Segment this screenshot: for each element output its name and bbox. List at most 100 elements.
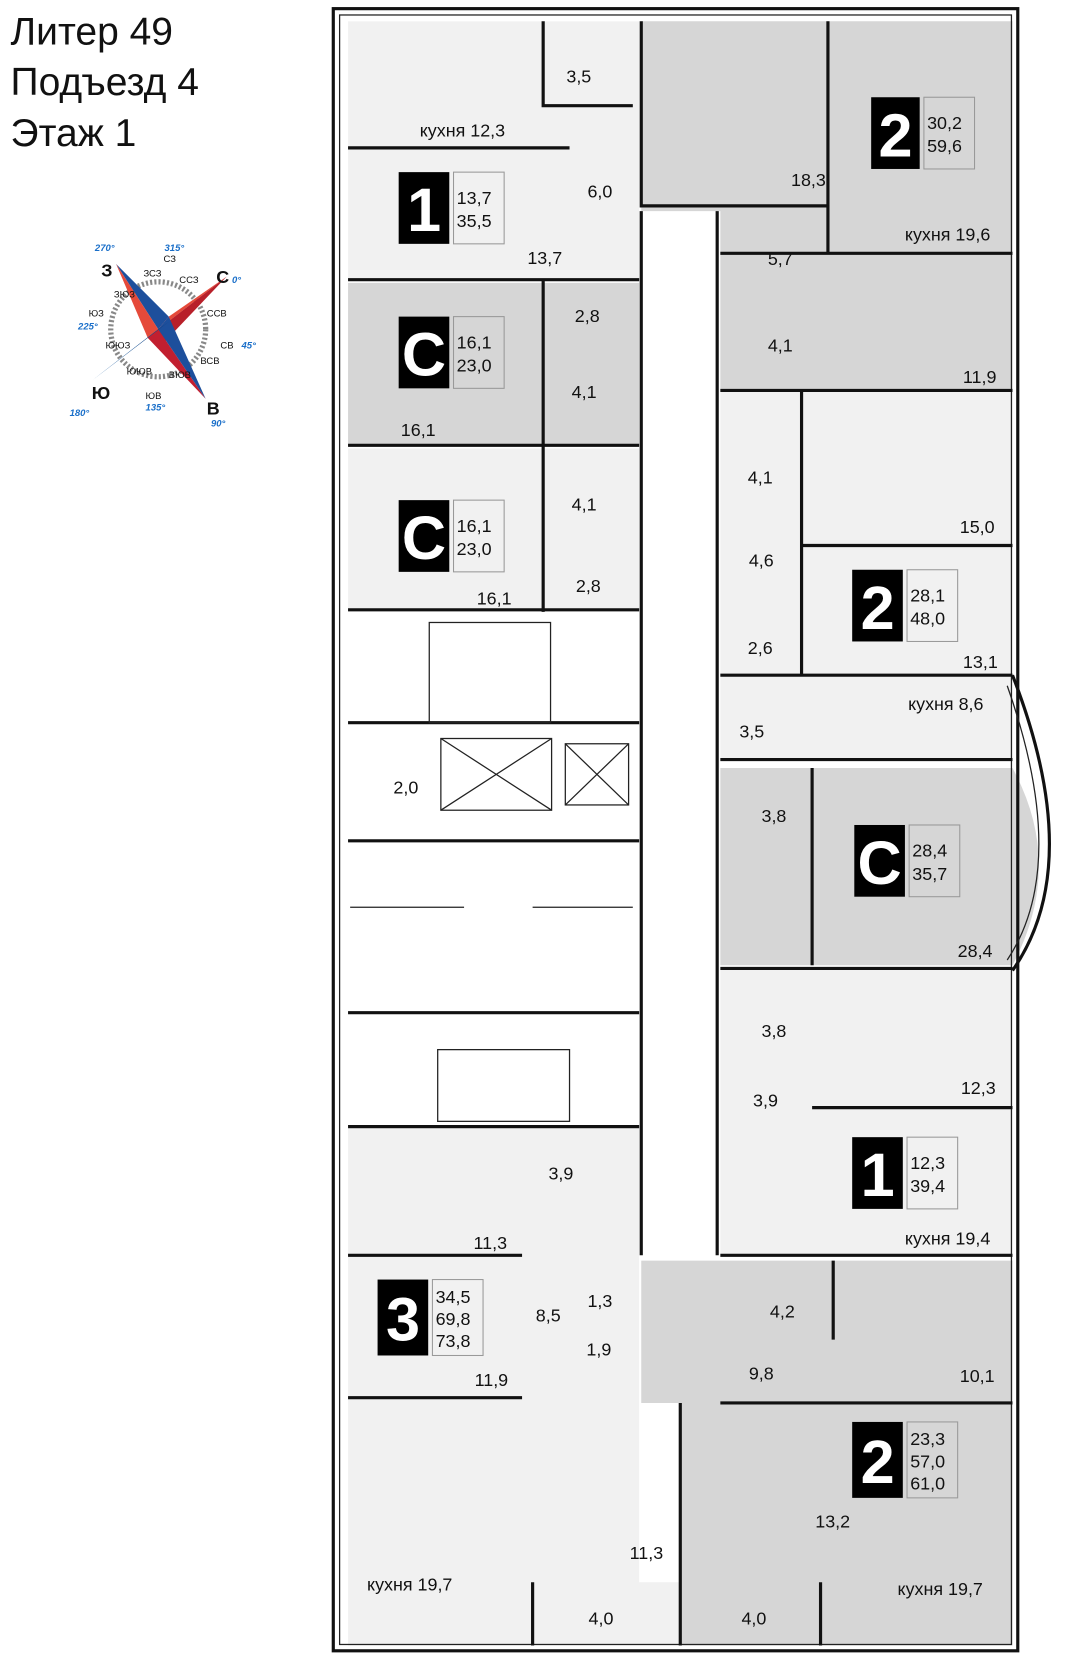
room-area: кухня 8,6	[908, 694, 983, 714]
apartment-badge[interactable]: 1 12,3 39,4	[852, 1136, 959, 1210]
room-area: 4,0	[741, 1608, 766, 1628]
living-area: 34,5	[436, 1287, 471, 1307]
apartment-badge[interactable]: 2 30,2 59,6	[871, 96, 976, 170]
apartment-badge[interactable]: 1 13,7 35,5	[398, 171, 505, 245]
room-area: 3,5	[739, 721, 764, 741]
apartment-type: С	[857, 829, 901, 897]
compass-west: З	[101, 261, 112, 281]
room-area: 3,8	[761, 1021, 786, 1041]
room-area: 4,1	[748, 467, 773, 487]
building-label: Литер 49	[11, 11, 173, 54]
apartment-type: 2	[861, 1428, 895, 1496]
total-area-balcony: 61,0	[910, 1473, 945, 1493]
total-area: 35,5	[457, 211, 492, 231]
apartment-type: С	[402, 504, 446, 572]
room-area: кухня 12,3	[420, 120, 505, 140]
compass-nw-deg: 315°	[165, 243, 185, 254]
compass-sw-deg: 225°	[77, 321, 98, 332]
room-area: 1,9	[586, 1339, 611, 1359]
room-labels: 3,5 кухня 12,3 6,0 13,7 2,8 4,1 16,1 4,1…	[367, 66, 998, 1628]
room-area: 2,0	[393, 777, 418, 797]
total-area: 35,7	[912, 864, 947, 884]
room-area: 11,9	[963, 367, 997, 387]
living-area: 16,1	[457, 516, 492, 536]
room-area: кухня 19,6	[905, 225, 990, 245]
room-area: 11,3	[474, 1233, 508, 1253]
room-area: 11,9	[475, 1370, 509, 1390]
total-area: 23,0	[457, 539, 492, 559]
apartment-badge[interactable]: 3 34,5 69,8 73,8	[377, 1279, 484, 1357]
compass-vsv: ВСВ	[200, 356, 219, 367]
compass-se-deg: 135°	[146, 402, 166, 413]
room-area: 9,8	[749, 1364, 774, 1384]
room-area: 3,5	[566, 66, 591, 86]
room-area: 13,1	[963, 652, 998, 672]
living-area: 13,7	[457, 188, 492, 208]
room-area: 5,7	[768, 249, 793, 269]
apartment-type: 1	[407, 176, 441, 244]
apartment-type: 3	[386, 1286, 420, 1354]
apartment-badge[interactable]: С 16,1 23,0	[398, 316, 505, 389]
room-area: 3,9	[753, 1091, 778, 1111]
apartment-badge[interactable]: С 28,4 35,7	[854, 824, 961, 898]
walls	[331, 7, 1051, 1653]
room-area: 8,5	[536, 1306, 561, 1326]
room-area: 4,1	[572, 382, 597, 402]
total-area: 59,6	[927, 136, 962, 156]
room-area: 28,4	[958, 941, 993, 961]
room-area: 13,7	[527, 248, 562, 268]
apartment-badge[interactable]: С 16,1 23,0	[398, 499, 505, 573]
apartment-type: С	[402, 321, 446, 389]
compass-ssv: ССВ	[207, 309, 227, 320]
living-area: 30,2	[927, 113, 962, 133]
room-area: 10,1	[960, 1366, 995, 1386]
compass-vuv: ВЮВ	[169, 370, 191, 381]
room-area: 15,0	[960, 517, 995, 537]
compass-ne: СВ	[220, 340, 233, 351]
floor-header: Литер 49 Подъезд 4 Этаж 1	[11, 11, 199, 155]
compass-nw: СЗ	[163, 254, 176, 265]
total-area: 23,0	[457, 355, 492, 375]
compass-rose-icon: С 0° В 90° Ю 180° З 270° СЗ 315° СВ 45° …	[70, 243, 256, 429]
compass-ne-deg: 45°	[241, 340, 257, 351]
entrance-label: Подъезд 4	[11, 61, 199, 104]
room-area: 3,9	[548, 1163, 573, 1183]
room-area: 18,3	[791, 170, 826, 190]
compass-se: ЮВ	[146, 391, 162, 402]
room-area: 6,0	[587, 181, 612, 201]
room-area: 16,1	[401, 420, 436, 440]
living-area: 23,3	[910, 1429, 945, 1449]
room-area: 2,6	[748, 638, 773, 658]
room-area: кухня 19,7	[898, 1579, 983, 1599]
total-area: 69,8	[436, 1309, 471, 1329]
room-area: 12,3	[961, 1078, 996, 1098]
floor-label: Этаж 1	[11, 112, 137, 155]
living-area: 28,1	[910, 585, 945, 605]
compass-uuz: ЮЮЗ	[105, 340, 130, 351]
apartment-type: 2	[861, 574, 895, 642]
total-area: 57,0	[910, 1451, 945, 1471]
room-area: 4,1	[768, 335, 793, 355]
room-area: 11,3	[630, 1543, 664, 1563]
compass-zuz: ЗЮЗ	[114, 290, 135, 301]
room-area: 4,2	[770, 1302, 795, 1322]
room-area: 16,1	[477, 589, 512, 609]
room-area: 3,8	[761, 806, 786, 826]
room-area: 1,3	[587, 1291, 612, 1311]
compass-east: В	[207, 399, 220, 419]
apartment-badge[interactable]: 2 23,3 57,0 61,0	[852, 1421, 959, 1499]
total-area: 39,4	[910, 1176, 945, 1196]
room-area: 4,0	[589, 1608, 614, 1628]
compass-zsz: ЗСЗ	[143, 269, 161, 280]
compass-east-deg: 90°	[211, 418, 226, 429]
compass-ssz: ССЗ	[179, 275, 199, 286]
compass-south: Ю	[92, 383, 110, 403]
compass-north-deg: 0°	[232, 275, 241, 286]
total-area-balcony: 73,8	[436, 1331, 471, 1351]
apartment-type: 2	[879, 101, 913, 169]
living-area: 28,4	[912, 841, 947, 861]
apartment-badge[interactable]: 2 28,1 48,0	[852, 569, 959, 642]
compass-north: С	[216, 267, 229, 287]
total-area: 48,0	[910, 609, 945, 629]
